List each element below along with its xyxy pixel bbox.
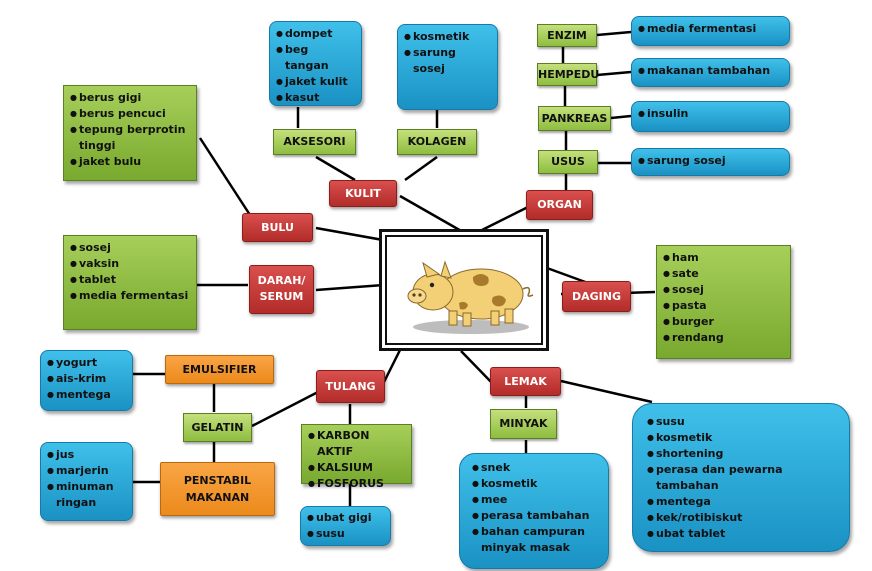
list-item: sarung sosej <box>638 153 783 169</box>
list-item: snek <box>472 460 596 476</box>
list-item: dompet <box>276 26 355 42</box>
list-hempedu: makanan tambahan <box>631 58 790 87</box>
list-tulang-products: ubat gigi susu <box>300 506 391 546</box>
list-minyak: snek kosmetik mee perasa tambahan bahan … <box>459 453 609 569</box>
list-item: KALSIUM <box>308 460 405 476</box>
list-item: rendang <box>663 330 784 346</box>
label-pankreas: PANKREAS <box>538 106 611 131</box>
list-item: pasta <box>663 298 784 314</box>
list-item: jaket bulu <box>70 154 190 170</box>
list-item: perasa dan pewarna tambahan <box>647 462 835 494</box>
list-item: mee <box>472 492 596 508</box>
list-darah-serum: sosej vaksin tablet media fermentasi <box>63 235 197 330</box>
node-daging: DAGING <box>562 281 631 312</box>
list-item: sarung sosej <box>404 45 491 77</box>
list-item: insulin <box>638 106 783 122</box>
node-darah-serum: DARAH/ SERUM <box>249 265 314 314</box>
list-item: marjerin <box>47 463 126 479</box>
list-item: kasut <box>276 90 355 106</box>
label-gelatin: GELATIN <box>183 413 252 442</box>
list-item: ubat gigi <box>307 510 384 526</box>
list-item: perasa tambahan <box>472 508 596 524</box>
list-item: sosej <box>663 282 784 298</box>
list-item: ham <box>663 250 784 266</box>
list-lemak: susu kosmetik shortening perasa dan pewa… <box>632 403 850 552</box>
label-kolagen: KOLAGEN <box>397 129 477 155</box>
list-enzim: media fermentasi <box>631 16 790 46</box>
label-aksesori: AKSESORI <box>273 129 356 155</box>
list-usus: sarung sosej <box>631 148 790 176</box>
list-pankreas: insulin <box>631 101 790 132</box>
list-item: media fermentasi <box>70 288 190 304</box>
node-organ: ORGAN <box>526 190 593 220</box>
label-hempedu: HEMPEDU <box>537 63 599 86</box>
list-item: kosmetik <box>472 476 596 492</box>
list-item: FOSFORUS <box>308 476 405 492</box>
label-emulsifier: EMULSIFIER <box>165 355 274 384</box>
list-penstabil: jus marjerin minuman ringan <box>40 442 133 521</box>
node-lemak: LEMAK <box>490 367 561 396</box>
list-item: makanan tambahan <box>638 63 783 79</box>
list-item: jaket kulit <box>276 74 355 90</box>
list-kolagen: kosmetik sarung sosej <box>397 24 498 110</box>
list-tulang: KARBON AKTIF KALSIUM FOSFORUS <box>301 424 412 490</box>
label-enzim: ENZIM <box>537 24 597 47</box>
list-item: ais-krim <box>47 371 126 387</box>
list-daging: ham sate sosej pasta burger rendang <box>656 245 791 359</box>
list-item: minuman ringan <box>47 479 126 511</box>
node-tulang: TULANG <box>316 370 385 403</box>
list-item: bahan campuran minyak masak <box>472 524 596 556</box>
node-kulit: KULIT <box>329 180 397 207</box>
pig-icon <box>407 260 534 334</box>
list-item: ubat tablet <box>647 526 835 542</box>
list-item: shortening <box>647 446 835 462</box>
list-item: jus <box>47 447 126 463</box>
list-item: vaksin <box>70 256 190 272</box>
list-item: burger <box>663 314 784 330</box>
label-usus: USUS <box>538 150 598 174</box>
list-item: kosmetik <box>647 430 835 446</box>
list-item: kek/rotibiskut <box>647 510 835 526</box>
list-bulu: berus gigi berus pencuci tepung berproti… <box>63 85 197 181</box>
list-item: KARBON AKTIF <box>308 428 405 460</box>
list-item: berus gigi <box>70 90 190 106</box>
list-item: yogurt <box>47 355 126 371</box>
list-item: beg tangan <box>276 42 355 74</box>
pig-image <box>385 235 543 345</box>
list-item: susu <box>307 526 384 542</box>
list-emulsifier: yogurt ais-krim mentega <box>40 350 133 411</box>
list-item: mentega <box>647 494 835 510</box>
center-frame <box>379 229 549 351</box>
list-item: susu <box>647 414 835 430</box>
node-bulu: BULU <box>242 213 313 242</box>
list-item: sosej <box>70 240 190 256</box>
list-item: tepung berprotin tinggi <box>70 122 190 154</box>
label-penstabil-makanan: PENSTABIL MAKANAN <box>160 462 275 516</box>
list-item: mentega <box>47 387 126 403</box>
list-item: sate <box>663 266 784 282</box>
label-minyak: MINYAK <box>490 409 557 439</box>
list-aksesori: dompet beg tangan jaket kulit kasut <box>269 21 362 106</box>
list-item: kosmetik <box>404 29 491 45</box>
list-item: tablet <box>70 272 190 288</box>
list-item: berus pencuci <box>70 106 190 122</box>
list-item: media fermentasi <box>638 21 783 37</box>
